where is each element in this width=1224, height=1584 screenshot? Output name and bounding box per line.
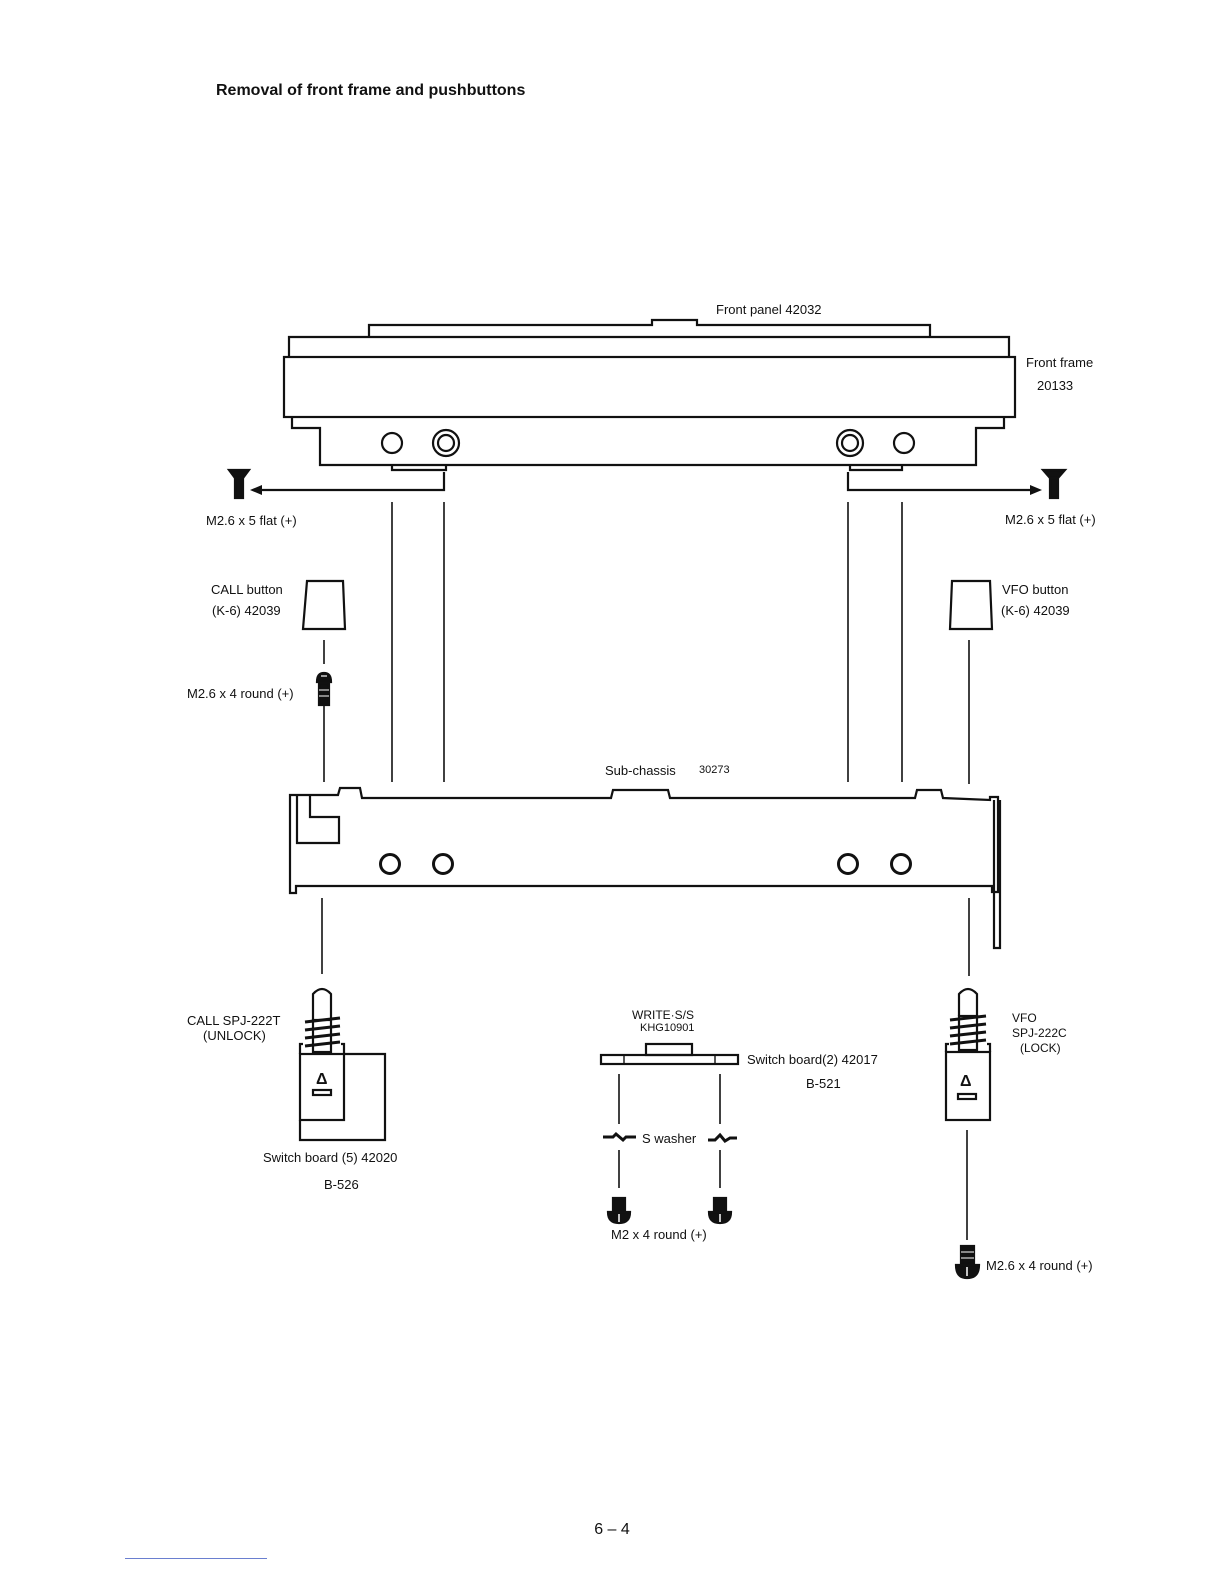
label-switch-board-5-code: B-526 (324, 1177, 359, 1192)
label-flat-screw-left: M2.6 x 5 flat (+) (206, 513, 297, 528)
label-front-frame-number: 20133 (1037, 378, 1074, 393)
flat-screw-icon-right (1040, 468, 1068, 500)
label-write-switch-part: KHG10901 (640, 1022, 695, 1034)
m2-screw-icon-left (606, 1196, 632, 1225)
guide-line-vfo-button (966, 640, 970, 1240)
s-washer-icon-left (603, 1131, 636, 1143)
sub-chassis (288, 786, 1002, 950)
label-subchassis-number: 30273 (699, 764, 730, 776)
arrowhead-right (1030, 485, 1042, 495)
call-switch-triangle-mark: Δ (316, 1071, 328, 1088)
label-m2-screw: M2 x 4 round (+) (611, 1227, 707, 1242)
page-number: 6 – 4 (594, 1521, 630, 1538)
label-vfo-switch-name: VFO (1012, 1011, 1037, 1025)
removal-arrow-right (846, 472, 1034, 492)
label-s-washer: S washer (642, 1131, 697, 1146)
label-vfo-switch-type: (LOCK) (1020, 1041, 1061, 1055)
arrowhead-left (250, 485, 262, 495)
label-switch-board-2-code: B-521 (806, 1076, 841, 1091)
label-call-switch-type: (UNLOCK) (203, 1028, 266, 1043)
footer-rule (125, 1558, 267, 1559)
label-subchassis-name: Sub-chassis (605, 763, 676, 778)
label-switch-board-5: Switch board (5) 42020 (263, 1150, 398, 1165)
round-screw-icon-left (315, 671, 333, 707)
flat-screw-icon-left (226, 468, 252, 500)
label-write-switch-name: WRITE·S/S (632, 1008, 694, 1022)
label-vfo-switch-model: SPJ-222C (1012, 1026, 1067, 1040)
label-vfo-button-part: (K-6) 42039 (1001, 603, 1070, 618)
removal-arrow-left (258, 472, 446, 492)
call-button-cap (301, 579, 347, 631)
label-round-screw-right: M2.6 x 4 round (+) (986, 1258, 1093, 1273)
label-call-switch-model: CALL SPJ-222T (187, 1013, 281, 1028)
label-switch-board-2: Switch board(2) 42017 (747, 1052, 878, 1067)
round-screw-icon-right (954, 1244, 981, 1280)
front-panel (367, 318, 932, 337)
label-round-screw-left: M2.6 x 4 round (+) (187, 686, 294, 701)
label-front-panel: Front panel 42032 (716, 302, 822, 317)
s-washer-icon-right (708, 1132, 737, 1143)
vfo-switch-spj222c (944, 987, 992, 1122)
m2-screw-icon-right (707, 1196, 733, 1225)
guide-lines-frame-to-subchassis (391, 502, 903, 782)
page-title: Removal of front frame and pushbuttons (216, 82, 526, 99)
vfo-switch-triangle-mark: Δ (960, 1073, 972, 1090)
label-flat-screw-right: M2.6 x 5 flat (+) (1005, 512, 1096, 527)
label-call-button-name: CALL button (211, 582, 283, 597)
label-vfo-button-name: VFO button (1002, 582, 1069, 597)
write-ss-switch (644, 1042, 694, 1057)
call-switch-spj222t (298, 987, 387, 1142)
label-call-button-part: (K-6) 42039 (212, 603, 281, 618)
switch-board-2 (599, 1053, 740, 1066)
vfo-button-cap (948, 579, 994, 631)
guide-line-call-button (321, 640, 325, 974)
label-front-frame-name: Front frame (1026, 355, 1094, 370)
guide-lines-switch-board-2 (618, 1074, 721, 1188)
front-frame (282, 335, 1017, 472)
